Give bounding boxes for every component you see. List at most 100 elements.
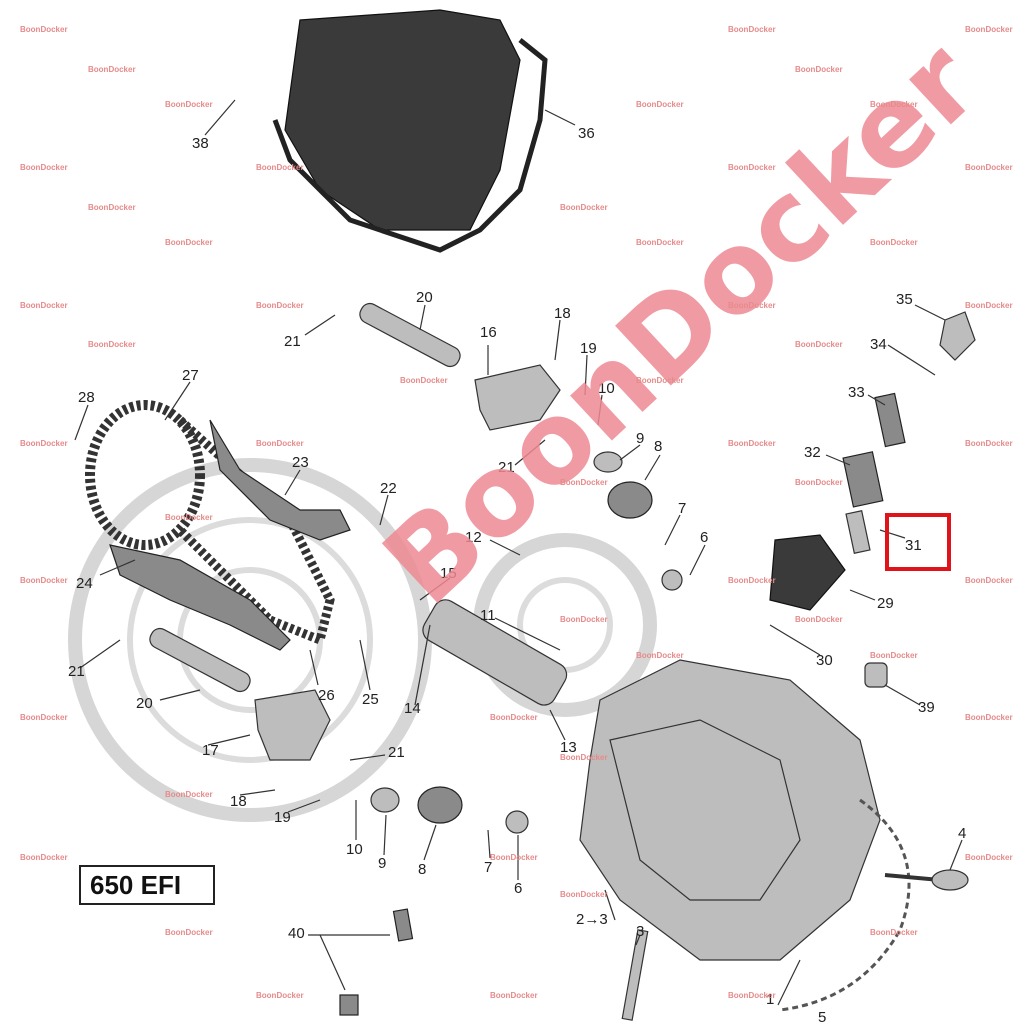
small-watermark: BoonDocker: [965, 713, 1013, 722]
small-watermark: BoonDocker: [560, 478, 608, 487]
small-watermark: BoonDocker: [165, 928, 213, 937]
small-watermark: BoonDocker: [870, 238, 918, 247]
small-watermark: BoonDocker: [728, 301, 776, 310]
small-watermark: BoonDocker: [256, 301, 304, 310]
small-watermark: BoonDocker: [20, 25, 68, 34]
callout-18b: 18: [230, 793, 247, 810]
small-watermark: BoonDocker: [20, 853, 68, 862]
timing-chain: [85, 400, 351, 651]
callout-38: 38: [192, 135, 209, 152]
model-label: 650 EFI: [79, 865, 215, 905]
small-watermark: BoonDocker: [20, 439, 68, 448]
small-watermark: BoonDocker: [560, 615, 608, 624]
small-watermark: BoonDocker: [965, 576, 1013, 585]
callout-17: 17: [202, 742, 219, 759]
callout-24: 24: [76, 575, 93, 592]
callout-19: 19: [580, 340, 597, 357]
small-watermark: BoonDocker: [795, 65, 843, 74]
callout-29: 29: [877, 595, 894, 612]
callout-6: 6: [700, 529, 708, 546]
camshaft: [422, 599, 568, 706]
callout-23: 23: [292, 454, 309, 471]
small-watermark: BoonDocker: [88, 340, 136, 349]
callout-8b: 8: [418, 861, 426, 878]
small-watermark: BoonDocker: [870, 928, 918, 937]
small-watermark: BoonDocker: [728, 576, 776, 585]
callout-19b: 19: [274, 809, 291, 826]
callout-5: 5: [818, 1009, 826, 1024]
small-watermark: BoonDocker: [165, 238, 213, 247]
small-watermarks: BoonDocker BoonDocker BoonDocker BoonDoc…: [20, 25, 1013, 1000]
small-watermark: BoonDocker: [728, 163, 776, 172]
callout-21c: 21: [68, 663, 85, 680]
callout-13: 13: [560, 739, 577, 756]
small-watermark: BoonDocker: [256, 439, 304, 448]
small-watermark: BoonDocker: [560, 753, 608, 762]
rocker-assemblies: [149, 302, 561, 761]
callout-34: 34: [870, 336, 887, 353]
callout-32: 32: [804, 444, 821, 461]
callout-18: 18: [554, 305, 571, 322]
small-watermark: BoonDocker: [256, 163, 304, 172]
small-watermark: BoonDocker: [20, 301, 68, 310]
small-watermark: BoonDocker: [965, 853, 1013, 862]
callout-27: 27: [182, 367, 199, 384]
callout-30: 30: [816, 652, 833, 669]
small-watermark: BoonDocker: [636, 100, 684, 109]
small-watermark: BoonDocker: [560, 890, 608, 899]
callout-21d: 21: [388, 744, 405, 761]
small-watermark: BoonDocker: [88, 203, 136, 212]
callout-26: 26: [318, 687, 335, 704]
callout-14: 14: [404, 700, 421, 717]
small-watermark: BoonDocker: [256, 991, 304, 1000]
callout-36: 36: [578, 125, 595, 142]
callout-28: 28: [78, 389, 95, 406]
small-watermark: BoonDocker: [965, 439, 1013, 448]
callout-10b: 10: [346, 841, 363, 858]
small-watermark: BoonDocker: [88, 65, 136, 74]
small-watermark: BoonDocker: [490, 853, 538, 862]
callout-7b: 7: [484, 859, 492, 876]
small-watermark: BoonDocker: [728, 25, 776, 34]
small-watermark: BoonDocker: [560, 203, 608, 212]
callout-39: 39: [918, 699, 935, 716]
callout-20b: 20: [136, 695, 153, 712]
small-watermark: BoonDocker: [965, 25, 1013, 34]
small-watermark: BoonDocker: [165, 100, 213, 109]
callout-31: 31: [905, 537, 922, 554]
callout-22: 22: [380, 480, 397, 497]
small-watermark: BoonDocker: [870, 100, 918, 109]
callout-21: 21: [284, 333, 301, 350]
callout-35: 35: [896, 291, 913, 308]
small-watermark: BoonDocker: [490, 713, 538, 722]
callout-9b: 9: [378, 855, 386, 872]
callout-20: 20: [416, 289, 433, 306]
small-watermark: BoonDocker: [728, 991, 776, 1000]
small-watermark: BoonDocker: [165, 790, 213, 799]
callout-3: 3: [636, 923, 644, 940]
small-watermark: BoonDocker: [870, 651, 918, 660]
callout-12: 12: [465, 529, 482, 546]
tensioner-parts: [769, 311, 976, 688]
callout-labels: 38 36 20 21 18 16 19 10 9 8 27 28 23 22 …: [68, 125, 966, 1026]
leader-lines: [74, 99, 963, 1006]
callout-2-3: 2→3: [576, 911, 608, 928]
small-watermark: BoonDocker: [20, 713, 68, 722]
callout-10: 10: [598, 380, 615, 397]
callout-9: 9: [636, 430, 644, 447]
small-watermark: BoonDocker: [636, 651, 684, 660]
small-watermark: BoonDocker: [795, 615, 843, 624]
small-watermark: BoonDocker: [490, 991, 538, 1000]
small-watermark: BoonDocker: [400, 376, 448, 385]
valve-cover: [272, 9, 548, 253]
callout-40: 40: [288, 925, 305, 942]
small-watermark: BoonDocker: [728, 439, 776, 448]
small-watermark: BoonDocker: [965, 163, 1013, 172]
valve-parts: [339, 451, 969, 1021]
callout-11: 11: [480, 607, 496, 624]
highlight-box-part-31: [885, 513, 951, 571]
cylinder-head: [579, 659, 911, 1012]
small-watermark: BoonDocker: [20, 163, 68, 172]
